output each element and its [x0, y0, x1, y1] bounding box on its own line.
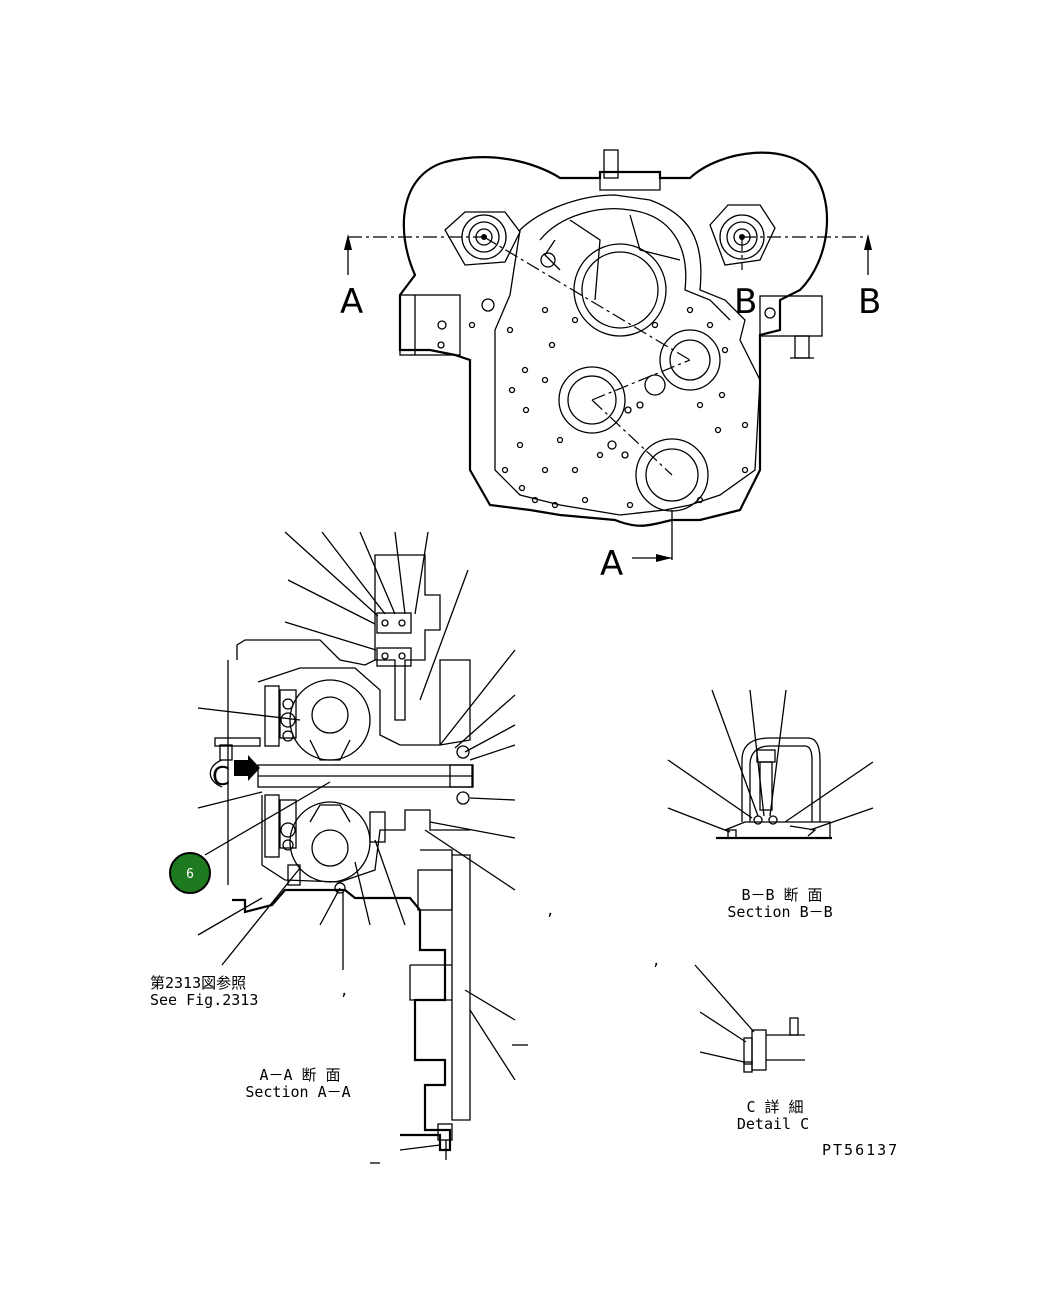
reference-en: See Fig.2313 — [150, 991, 258, 1009]
drawing-id: PT56137 — [822, 1141, 899, 1159]
callout-badge-6[interactable]: 6 — [169, 852, 211, 894]
stray-comma-1: , — [546, 903, 554, 919]
housing-top-view — [344, 149, 872, 562]
stray-comma-2: , — [340, 983, 348, 999]
bolt-holes — [437, 252, 776, 509]
detail-c-title-en: Detail C — [737, 1115, 809, 1133]
section-marker-a-left: A — [340, 282, 363, 322]
section-marker-b-right: B — [858, 282, 881, 322]
section-a-a-title-jp: A－A 断 面 — [259, 1066, 340, 1084]
detail-c-view — [694, 964, 805, 1073]
section-marker-b-mid: B — [734, 282, 757, 322]
section-a-a-view — [209, 554, 474, 1160]
section-b-b-view — [667, 689, 874, 840]
reference-jp: 第2313図参照 — [150, 974, 246, 992]
detail-c-title-jp: C 詳 細 — [746, 1098, 803, 1116]
callout-label: 6 — [186, 867, 194, 882]
section-a-a-title-en: Section A－A — [245, 1083, 350, 1101]
detail-marker-c: C — [212, 762, 230, 792]
section-b-b-title-jp: B－B 断 面 — [741, 886, 822, 904]
section-b-b-title-en: Section B－B — [727, 903, 832, 921]
section-marker-a-bottom: A — [600, 544, 623, 584]
leader-lines-a-a — [197, 531, 528, 1164]
stray-comma-3: , — [652, 953, 660, 969]
